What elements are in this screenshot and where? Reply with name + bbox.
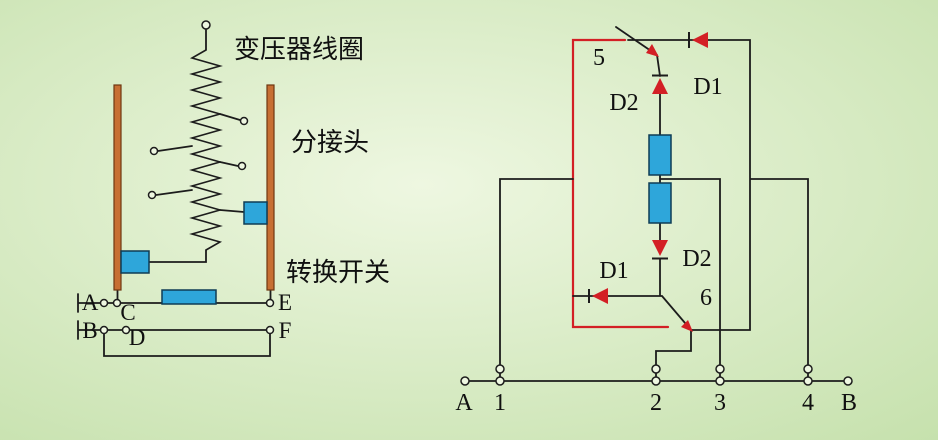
terminal-label-1: 1 — [494, 390, 506, 416]
blade-6-arrow-icon — [681, 320, 693, 332]
rail-terminal-3 — [715, 376, 725, 386]
terminal-label-b: B — [82, 318, 97, 343]
terminal-label-f: F — [279, 318, 292, 343]
label-blade-5: 5 — [593, 45, 605, 71]
diode-module-diagram: 5 D2 D1 D1 D2 6 A 1 2 3 4 B — [455, 26, 857, 416]
diode-cathode-bars — [588, 32, 690, 303]
terminal-label-c: C — [120, 300, 135, 325]
rail-terminal-1 — [495, 376, 505, 386]
label-d1-bottom: D1 — [599, 258, 628, 284]
contact-rail-left — [113, 84, 122, 291]
label-changeover-switch: 转换开关 — [286, 257, 390, 287]
sliding-contact-right — [243, 201, 268, 225]
node-above-terminal-2 — [651, 364, 661, 374]
tap-terminal — [147, 190, 157, 200]
transition-resistor-1 — [648, 134, 672, 176]
rail-terminal-a — [460, 376, 470, 386]
label-d1-top: D1 — [693, 74, 722, 100]
rail-terminal-2 — [651, 376, 661, 386]
switch-contact-b — [99, 325, 109, 335]
rail-terminal-4 — [803, 376, 813, 386]
diode-d1-bottom-icon — [592, 288, 608, 304]
node-above-terminal-1 — [495, 364, 505, 374]
label-tap: 分接头 — [291, 127, 369, 157]
contact-rail-right — [266, 84, 275, 291]
transformer-winding-coil — [189, 49, 223, 251]
label-transformer-coil: 变压器线圈 — [234, 34, 364, 64]
red-wiring — [571, 38, 670, 329]
transition-resistor — [161, 289, 217, 305]
diode-d2-top-icon — [652, 78, 668, 94]
terminal-label-e: E — [278, 290, 292, 315]
switch-contact-a — [99, 298, 109, 308]
terminal-label-4: 4 — [802, 390, 814, 416]
mechanical-tap-changer-diagram: 变压器线圈 分接头 转换开关 A B C D E F — [77, 20, 390, 357]
label-blade-6: 6 — [700, 285, 712, 311]
diode-d1-top-icon — [692, 32, 708, 48]
diode-d2-bottom-icon — [652, 240, 668, 256]
label-d2-top: D2 — [609, 90, 638, 116]
wiring-left — [77, 28, 272, 357]
tap-terminal — [149, 146, 159, 156]
tap-terminal — [237, 161, 247, 171]
node-above-terminal-4 — [803, 364, 813, 374]
switch-contact-d — [121, 325, 131, 335]
rail-terminal-b — [843, 376, 853, 386]
tap-terminal — [239, 116, 249, 126]
winding-top-terminal — [201, 20, 211, 30]
switch-contact-c — [112, 298, 122, 308]
switch-contact-f — [265, 325, 275, 335]
transition-resistor-2 — [648, 182, 672, 224]
terminal-label-d: D — [129, 325, 146, 350]
terminal-label-2: 2 — [650, 390, 662, 416]
label-d2-bottom: D2 — [682, 246, 711, 272]
blade-5-arrow-icon — [646, 44, 659, 57]
sliding-contact-left — [120, 250, 150, 274]
terminal-label-a: A — [82, 290, 99, 315]
terminal-label-b: B — [841, 390, 857, 416]
terminal-label-3: 3 — [714, 390, 726, 416]
terminal-label-a: A — [455, 390, 473, 416]
switch-contact-e — [265, 298, 275, 308]
node-above-terminal-3 — [715, 364, 725, 374]
